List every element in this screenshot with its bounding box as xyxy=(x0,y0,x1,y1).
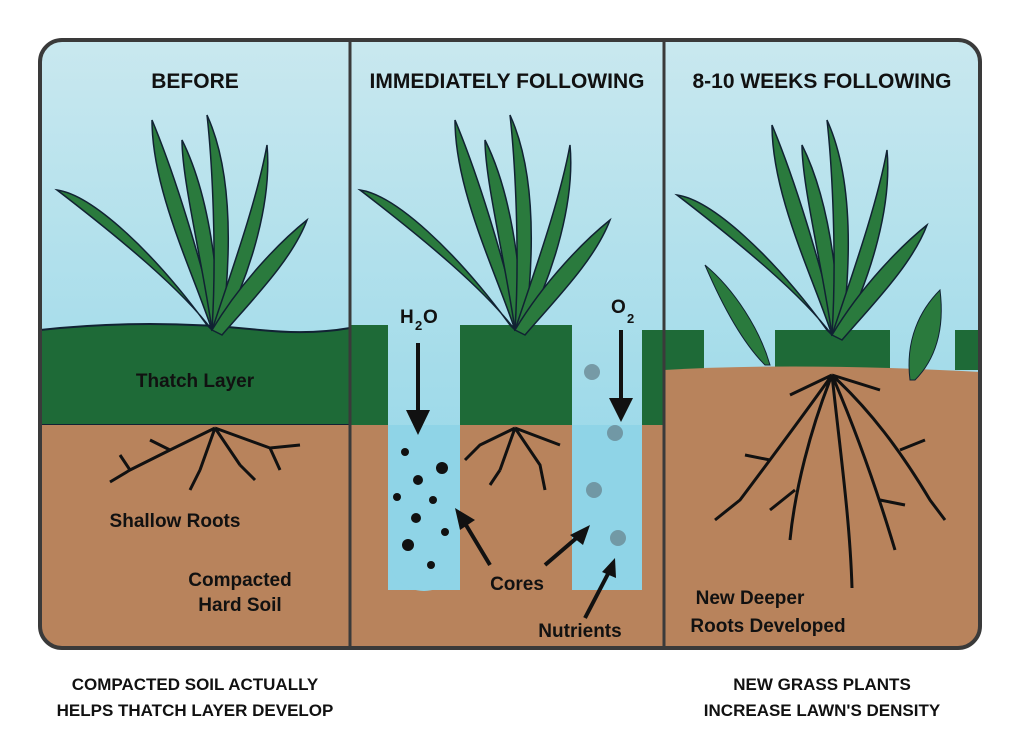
water-droplets xyxy=(393,448,449,569)
label-thatch-layer: Thatch Layer xyxy=(136,371,255,392)
label-o2-sub: 2 xyxy=(627,311,634,326)
arrow-down-icon xyxy=(609,398,633,422)
label-shallow-roots: Shallow Roots xyxy=(110,511,241,532)
thatch-layer-weeks xyxy=(775,330,890,372)
label-h2o-sub: 2 xyxy=(415,318,422,333)
diagram-frame xyxy=(38,38,982,650)
shallow-roots xyxy=(109,426,301,491)
thatch-plug-1 xyxy=(350,325,388,425)
nutrient-particles xyxy=(584,364,626,546)
label-new-deeper: New Deeper xyxy=(696,588,805,609)
core-hole-water xyxy=(388,425,460,591)
thatch-plug-3 xyxy=(642,330,664,425)
label-h2o-o: O xyxy=(423,307,438,328)
soil-weeks xyxy=(664,366,980,648)
new-grass-shoot xyxy=(704,264,771,366)
panel-title-immediately: IMMEDIATELY FOLLOWING xyxy=(370,70,645,93)
caption-right-line2: INCREASE LAWN'S DENSITY xyxy=(704,701,941,720)
core-hole-oxygen xyxy=(572,425,642,585)
panel-title-before: BEFORE xyxy=(151,70,239,93)
label-h2o-h: H xyxy=(400,307,414,328)
thatch-layer-before xyxy=(40,323,351,426)
caption-left-line1: COMPACTED SOIL ACTUALLY xyxy=(72,675,319,694)
soil-before xyxy=(40,425,350,648)
arrow-down-icon xyxy=(406,410,430,435)
label-compacted: Compacted xyxy=(188,570,291,591)
new-grass-shoot xyxy=(908,288,942,381)
label-roots-developed: Roots Developed xyxy=(690,616,845,637)
label-nutrients: Nutrients xyxy=(538,621,621,642)
caption-right-line1: NEW GRASS PLANTS xyxy=(733,675,911,694)
roots-following xyxy=(463,426,561,491)
label-hard-soil: Hard Soil xyxy=(198,595,281,616)
label-o2: O xyxy=(611,297,626,318)
deep-roots xyxy=(714,373,947,589)
label-cores: Cores xyxy=(490,574,544,595)
thatch-plug-2 xyxy=(460,325,572,425)
diagram-panels xyxy=(40,40,980,648)
arrows xyxy=(406,330,633,619)
caption-left-line2: HELPS THATCH LAYER DEVELOP xyxy=(57,701,334,720)
panel-title-weeks: 8-10 WEEKS FOLLOWING xyxy=(692,70,951,93)
